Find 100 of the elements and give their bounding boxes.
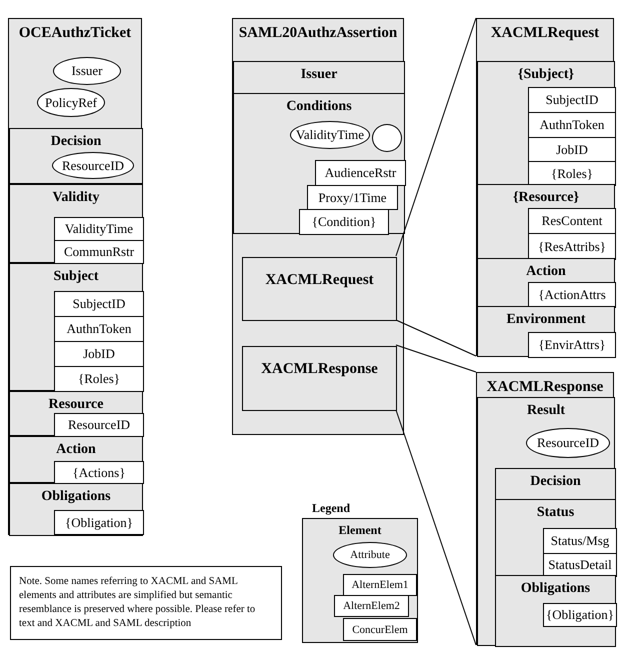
empty-ellipse [372,124,402,152]
section-title: Validity [52,189,100,207]
element-title: XACMLRequest [490,24,600,43]
element-label: {Roles} [550,166,594,182]
element-label: AlternElem2 [343,600,400,612]
element-panel [476,18,614,356]
nested-element-panel [242,257,397,321]
section-panel [495,499,616,576]
section-title: {Resource} [512,189,580,207]
legend-child-element-box [343,618,417,641]
section-panel [9,263,143,391]
child-element-box [315,160,406,186]
element-label: AudienceRstr [324,165,396,181]
element-label: {Condition} [312,214,376,230]
section-title: Conditions [285,98,353,116]
legend-child-element-box [334,595,409,617]
element-panel [232,18,404,435]
element-title: XACMLResponse [486,378,604,397]
child-element-box [528,161,616,186]
legend-heading: Legend [312,500,350,516]
child-element-box [54,341,144,367]
section-title: Environment [505,311,587,329]
section-title: Result [526,402,566,420]
element-label: SubjectID [72,296,126,312]
section-title: Obligations [520,580,592,598]
zoom-connector-line [396,320,476,356]
legend-child-element-box [343,574,417,596]
section-panel [477,306,615,357]
section-title: Resource [48,396,104,414]
section-panel [9,184,143,263]
section-title: Action [55,441,97,459]
element-label: {EnvirAttrs} [538,337,606,353]
attribute-label: ValidityTime [296,127,364,143]
section-panel [495,575,616,647]
section-panel [477,61,615,185]
element-label: ConcurElem [352,624,408,636]
section-title: Obligations [40,488,112,506]
element-title: XACMLRequest [264,271,375,290]
element-title: Element [338,522,382,538]
element-label: CommunRstr [64,244,134,260]
section-title: {Subject} [516,66,576,84]
element-label: AuthnToken [540,117,604,133]
element-label: JobID [556,142,588,158]
element-label: {Roles} [78,371,120,387]
section-title: Action [525,263,567,281]
section-title: Issuer [300,66,338,84]
section-panel [9,436,143,483]
element-label: AlternElem1 [352,579,408,591]
child-element-box [528,282,616,308]
element-label: {Obligation} [546,607,614,623]
section-panel [477,184,615,259]
element-label: ResContent [542,213,602,229]
element-title: SAML20AuthzAssertion [238,24,398,43]
child-element-box [543,603,617,627]
child-element-box [543,528,617,554]
child-element-box [54,316,144,342]
section-title: Subject [52,268,100,286]
child-element-box [54,461,144,484]
section-title: Status [536,504,576,522]
element-label: StatusDetail [548,557,612,573]
section-panel [495,468,616,500]
attribute-label: Issuer [71,63,103,79]
note-box [10,566,282,640]
element-label: ResourceID [68,417,130,433]
section-title: Decision [50,133,102,151]
nested-element-panel [242,346,397,411]
child-element-box [54,240,144,264]
section-title: Decision [529,473,582,491]
child-element-box [54,366,144,392]
zoom-connector-line [396,410,476,646]
section-panel [9,391,143,436]
child-element-box [54,291,144,317]
child-element-box [299,209,389,235]
element-title: OCEAuthzTicket [18,24,132,43]
element-label: Proxy/1Time [318,190,387,206]
legend-element-panel [302,518,418,643]
element-label: SubjectID [546,92,598,108]
section-panel [233,93,405,234]
child-element-box [54,510,144,535]
zoom-connector-line [396,18,476,256]
element-label: {ActionAttrs [538,287,606,303]
attribute-label: ResourceID [62,158,124,174]
element-title: XACMLResponse [260,360,379,379]
child-element-box [528,332,616,358]
section-panel [9,483,143,536]
section-panel [233,61,405,94]
child-element-box [543,553,617,577]
child-element-box [528,87,616,113]
section-panel [477,258,615,307]
attribute-label: ResourceID [536,435,600,451]
element-label: AuthnToken [66,321,132,337]
child-element-box [528,233,616,260]
element-label: JobID [83,346,115,362]
note-text: Note. Some names referring to XACML and SAML elements and attributes are simplified but semantic resemblance is preserved where possible. Please refer to text and XACML and SAML description [19,575,256,631]
child-element-box [54,413,144,437]
child-element-box [528,112,616,138]
child-element-box [528,137,616,162]
element-panel [8,18,142,535]
child-element-box [54,217,144,241]
attribute-ellipse [290,121,370,149]
